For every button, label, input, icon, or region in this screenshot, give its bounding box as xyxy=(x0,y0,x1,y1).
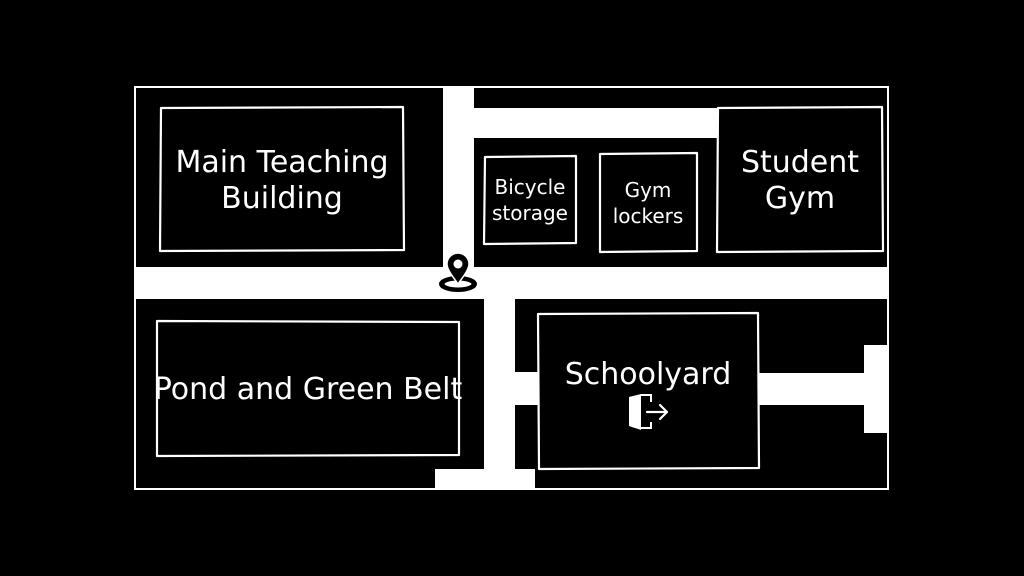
bicycle-storage-label-line2: storage xyxy=(492,201,568,225)
road-upper-horizontal xyxy=(474,108,720,138)
road-east-gate xyxy=(864,345,888,433)
road-bottom-stub xyxy=(435,469,535,489)
road-schoolyard-east xyxy=(758,373,868,405)
bicycle-storage-label-line1: Bicycle xyxy=(495,175,566,199)
gym-lockers-label-line2: lockers xyxy=(613,204,684,228)
building-gym-lockers[interactable]: Gym lockers xyxy=(598,151,699,254)
map-pin-icon[interactable] xyxy=(439,252,477,292)
road-vertical-north xyxy=(443,87,474,271)
exit-door-icon[interactable] xyxy=(629,394,669,430)
building-schoolyard[interactable]: Schoolyard xyxy=(536,311,761,471)
road-main-horizontal xyxy=(135,267,888,299)
main-teaching-label-line1: Main Teaching xyxy=(175,145,388,180)
student-gym-label-line2: Gym xyxy=(765,181,835,216)
main-teaching-label-line2: Building xyxy=(221,181,343,216)
gym-lockers-label-line1: Gym xyxy=(625,178,672,202)
schoolyard-label: Schoolyard xyxy=(565,357,732,392)
building-student-gym[interactable]: Student Gym xyxy=(715,105,885,254)
student-gym-label-line1: Student xyxy=(741,145,859,180)
road-schoolyard-west xyxy=(515,372,539,405)
building-pond-green-belt[interactable]: Pond and Green Belt xyxy=(154,319,463,458)
building-bicycle-storage[interactable]: Bicycle storage xyxy=(482,154,578,246)
building-main-teaching[interactable]: Main Teaching Building xyxy=(158,105,406,253)
road-vertical-south xyxy=(484,299,515,489)
pond-green-belt-label: Pond and Green Belt xyxy=(154,372,463,407)
roads xyxy=(135,87,888,489)
